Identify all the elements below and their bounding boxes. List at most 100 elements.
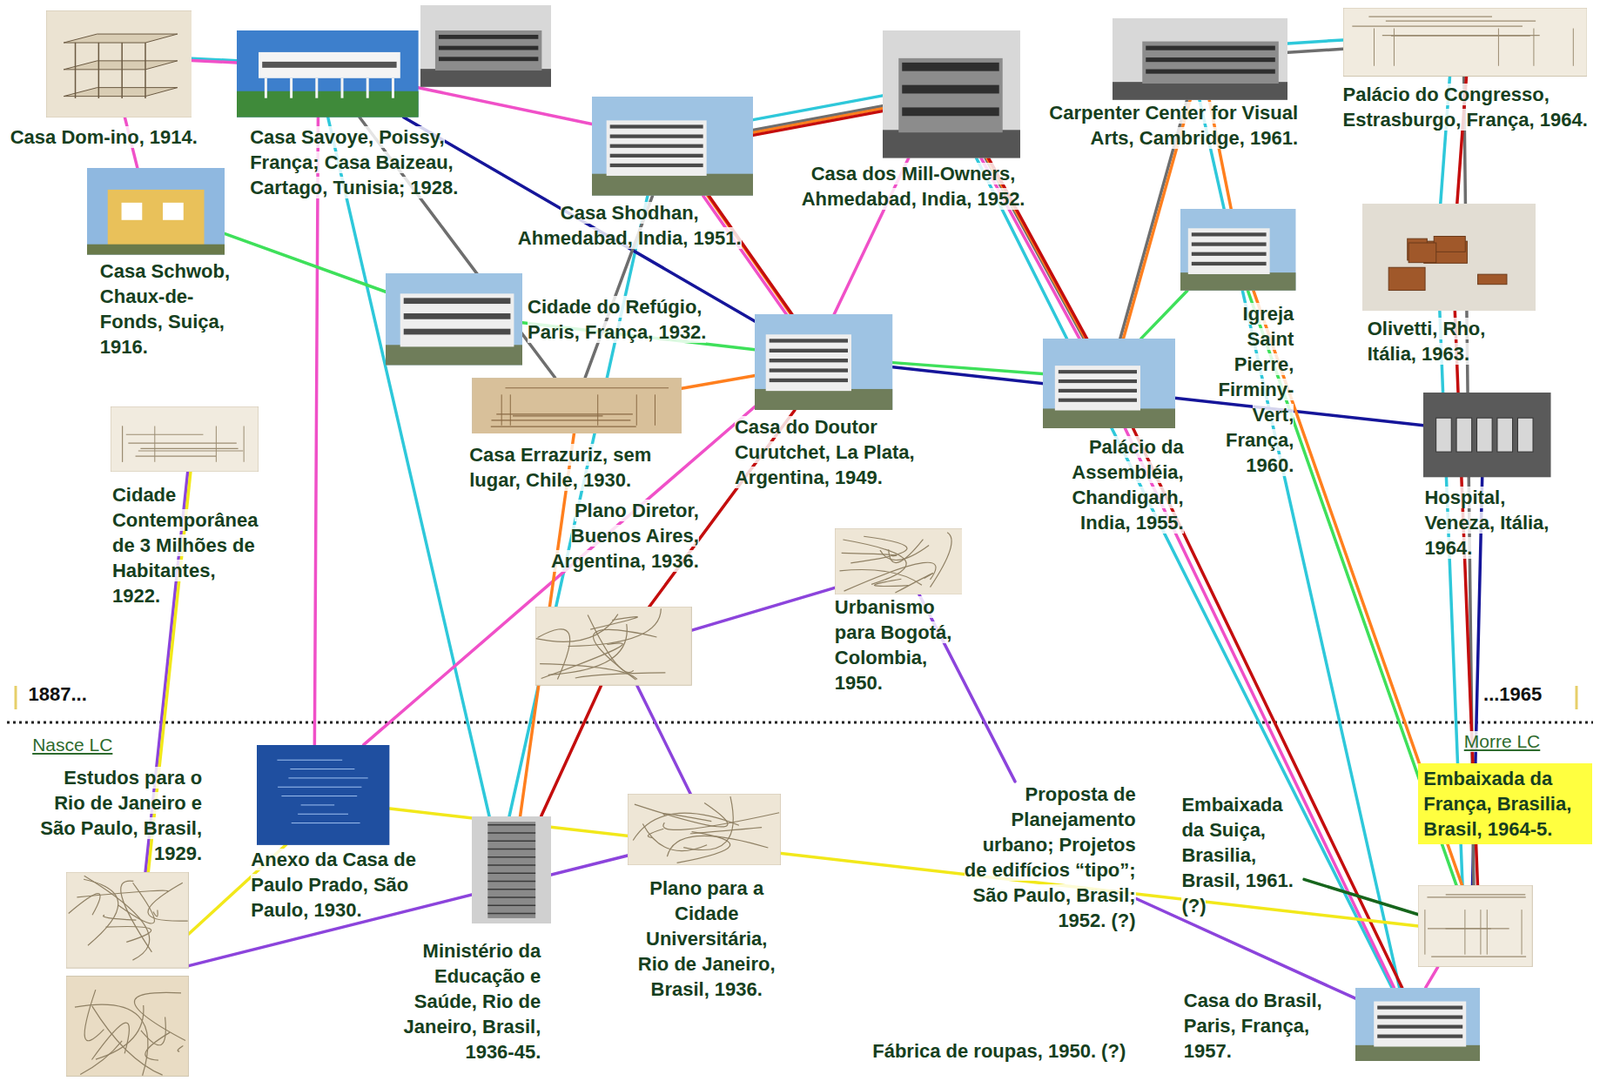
caption-block: Igreja Saint Pierre, Firminy-Vert, Franç… <box>1202 301 1294 478</box>
picture-shape <box>1191 262 1267 266</box>
picture-shape <box>1188 228 1271 276</box>
picture-group <box>66 872 189 1076</box>
picture-shape <box>769 378 848 383</box>
picture-shape <box>400 293 515 347</box>
picture-line <box>1445 928 1510 930</box>
route-line <box>1304 879 1419 915</box>
picture-line <box>487 848 536 851</box>
picture-line <box>1381 34 1540 36</box>
project-picture <box>66 872 189 1076</box>
picture-shape <box>471 816 552 924</box>
picture-shape <box>1058 379 1137 384</box>
caption-block: Urbanismo para Bogotá, Colombia, 1950. <box>834 594 978 696</box>
caption-block: Casa Errazuriz, sem lugar, Chile, 1930. <box>469 442 684 493</box>
picture-line <box>683 796 733 850</box>
picture-line <box>125 433 203 435</box>
caption-block: Proposta de Planejamento urbano; Projeto… <box>964 781 1137 934</box>
picture-line <box>1486 910 1488 956</box>
route-line <box>752 111 883 136</box>
picture-line <box>1384 20 1535 22</box>
project-picture <box>1112 18 1289 101</box>
project-caption: Proposta de Planejamento urbano; Projeto… <box>964 783 1137 932</box>
picture-line <box>929 532 952 588</box>
project-picture <box>1355 988 1480 1062</box>
picture-line <box>841 553 897 557</box>
picture-shape <box>1355 988 1480 1062</box>
project-caption: Embaixada da França, Brasilia, Brasil, 1… <box>1423 767 1572 841</box>
caption-block: Fábrica de roupas, 1950. (?) <box>872 1038 1174 1064</box>
picture-group <box>1042 338 1176 429</box>
picture-shape <box>107 189 204 247</box>
picture-line <box>277 759 343 760</box>
picture-shape <box>1377 1034 1463 1038</box>
picture-shape <box>591 174 753 196</box>
picture-shape <box>471 377 682 434</box>
route-line <box>981 158 1080 339</box>
project-caption: Cidade do Refúgio, Paris, França, 1932. <box>527 295 706 343</box>
picture-shape <box>901 62 999 72</box>
caption-block: Cidade do Refúgio, Paris, França, 1932. <box>527 294 747 345</box>
project-node: Cidade do Refúgio, Paris, França, 1932. <box>385 273 523 365</box>
picture-line <box>177 1046 183 1053</box>
picture-group <box>1343 7 1587 77</box>
picture-shape <box>591 96 753 196</box>
picture-shape <box>162 202 184 221</box>
picture-line <box>68 894 101 916</box>
picture-shape <box>385 344 523 365</box>
project-caption: Palácio do Congresso, Estrasburgo, Franç… <box>1343 83 1588 131</box>
picture-shape <box>1355 1045 1480 1063</box>
project-picture <box>754 314 893 411</box>
route-line <box>541 685 602 817</box>
picture-shape <box>87 168 225 256</box>
caption-block: Olivetti, Rho, Itália, 1963. <box>1367 315 1516 367</box>
picture-shape <box>1423 392 1552 478</box>
caption-block: Casa Dom-ino, 1914. <box>10 124 241 150</box>
picture-line <box>843 562 935 592</box>
picture-line <box>301 804 336 806</box>
picture-line <box>487 880 536 882</box>
picture-line <box>536 614 619 643</box>
project-node: Embaixada da Suiça, Brasilia, Brasil, 19… <box>1181 792 1305 919</box>
route-line <box>708 195 792 315</box>
project-node: Casa Errazuriz, sem lugar, Chile, 1930. <box>471 377 682 434</box>
picture-shape <box>1362 203 1536 311</box>
picture-shape <box>66 976 189 1077</box>
caption-block: Cidade Contemporânea de 3 Milhões de Hab… <box>112 482 266 609</box>
picture-line <box>597 394 599 425</box>
project-node: Olivetti, Rho, Itália, 1963. <box>1362 203 1536 311</box>
project-node: Casa do Brasil, Paris, França, 1957. <box>1355 988 1480 1062</box>
picture-shape <box>438 56 538 61</box>
caption-block: Plano para a Cidade Universitária, Rio d… <box>632 875 781 1002</box>
project-caption: Palácio da Assembléia, Chandigarh, India… <box>1071 436 1184 534</box>
picture-line <box>215 425 216 462</box>
picture-group <box>87 168 225 256</box>
project-node: Plano Diretor, Buenos Aires, Argentina, … <box>535 606 692 686</box>
project-picture <box>535 606 692 686</box>
route-line <box>328 117 490 817</box>
picture-line <box>541 643 624 679</box>
route-line <box>191 60 237 63</box>
picture-shape <box>1377 1015 1463 1019</box>
picture-shape <box>63 33 178 43</box>
picture-shape <box>1058 398 1137 403</box>
picture-shape <box>901 107 999 117</box>
picture-shape <box>1058 369 1137 374</box>
caption-block: Anexo da Casa de Paulo Prado, São Paulo,… <box>250 847 451 923</box>
project-node: Fábrica de roupas, 1950. (?) <box>872 1038 1174 1064</box>
picture-line <box>298 813 350 814</box>
picture-shape <box>766 334 852 391</box>
caption-block: Casa Shodhan, Ahmedabad, India, 1951. <box>503 200 757 251</box>
picture-shape <box>606 121 707 177</box>
picture-shape <box>46 10 193 118</box>
project-node: Hospital, Veneza, Itália, 1964. <box>1423 392 1552 478</box>
picture-shape <box>258 52 401 79</box>
picture-shape <box>1477 417 1493 452</box>
picture-shape <box>1408 242 1437 263</box>
project-node: Casa Savoye, Poissy, França; Casa Baizea… <box>236 30 419 118</box>
picture-line <box>490 425 636 427</box>
project-picture <box>1343 7 1587 77</box>
project-caption: Casa do Doutor Curutchet, La Plata, Arge… <box>734 416 915 489</box>
picture-line <box>340 78 343 99</box>
picture-shape <box>1436 417 1453 452</box>
picture-shape <box>535 606 692 686</box>
